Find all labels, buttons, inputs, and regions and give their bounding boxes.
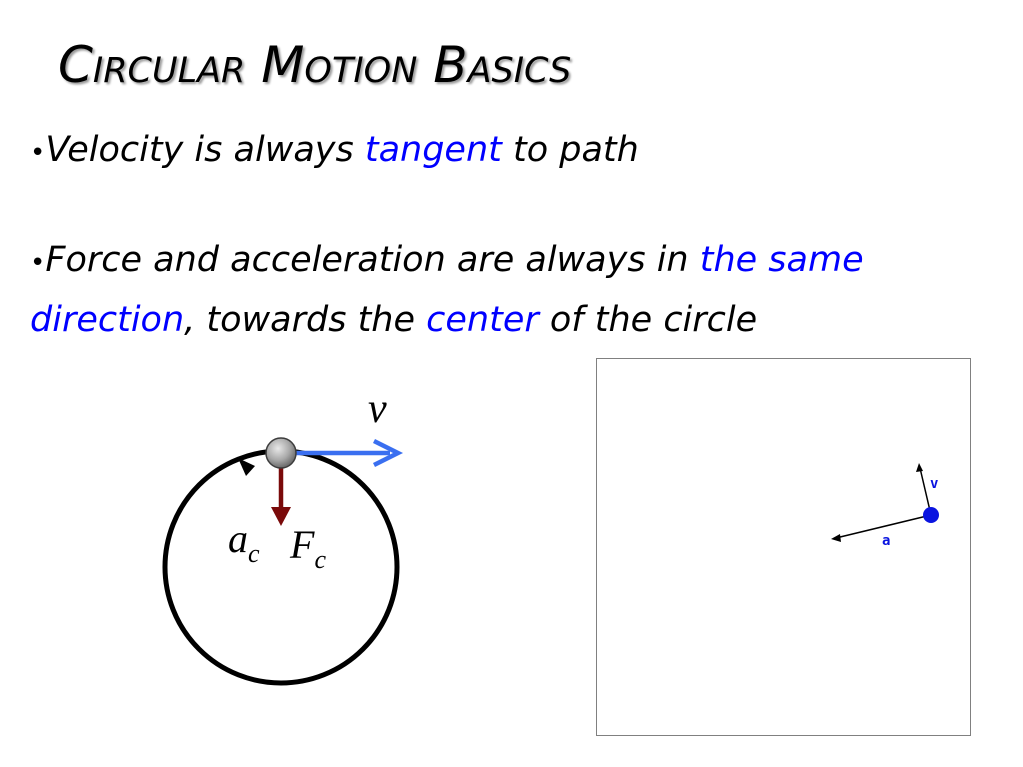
force-symbol: F — [289, 522, 315, 567]
acceleration-symbol: a — [228, 516, 248, 561]
highlight-tangent: tangent — [364, 130, 502, 170]
highlight-same-direction: the same direction — [30, 240, 864, 340]
bullet-marker: • — [30, 248, 46, 278]
bullet-force: •Force and acceleration are always in th… — [30, 232, 1005, 349]
animation-velocity-vector — [919, 467, 932, 516]
animation-ball — [923, 507, 939, 523]
animation-velocity-label: v — [930, 476, 938, 492]
velocity-arrowhead-icon — [372, 438, 404, 468]
animation-velocity-arrowhead-icon — [916, 463, 923, 472]
animation-frame: v a — [831, 463, 939, 549]
bullet-text: Force and acceleration are always in — [45, 240, 700, 280]
bullet-velocity: •Velocity is always tangent to path — [30, 122, 639, 182]
force-label: Fc — [289, 522, 326, 574]
acceleration-arrowhead-icon — [271, 507, 291, 526]
moving-ball — [265, 437, 297, 469]
bullet-text: Velocity is always — [45, 130, 365, 170]
bullet-text: to path — [501, 130, 639, 170]
animation-acceleration-arrowhead-icon — [831, 534, 841, 542]
animation-acceleration-vector — [835, 514, 932, 539]
acceleration-subscript: c — [248, 539, 260, 568]
circular-motion-diagram: v ac Fc — [162, 386, 404, 686]
animation-acceleration-label: a — [882, 533, 890, 549]
acceleration-label: ac — [228, 516, 260, 568]
animation-panel: v a — [596, 358, 971, 736]
bullet-marker: • — [30, 138, 46, 168]
slide-title: Circular Motion Basics — [58, 36, 572, 94]
highlight-center: center — [426, 300, 539, 340]
direction-arrowhead-icon — [238, 458, 255, 476]
velocity-label: v — [368, 386, 387, 432]
force-subscript: c — [314, 545, 326, 574]
bullet-text: of the circle — [538, 300, 758, 340]
bullet-text: , towards the — [184, 300, 427, 340]
